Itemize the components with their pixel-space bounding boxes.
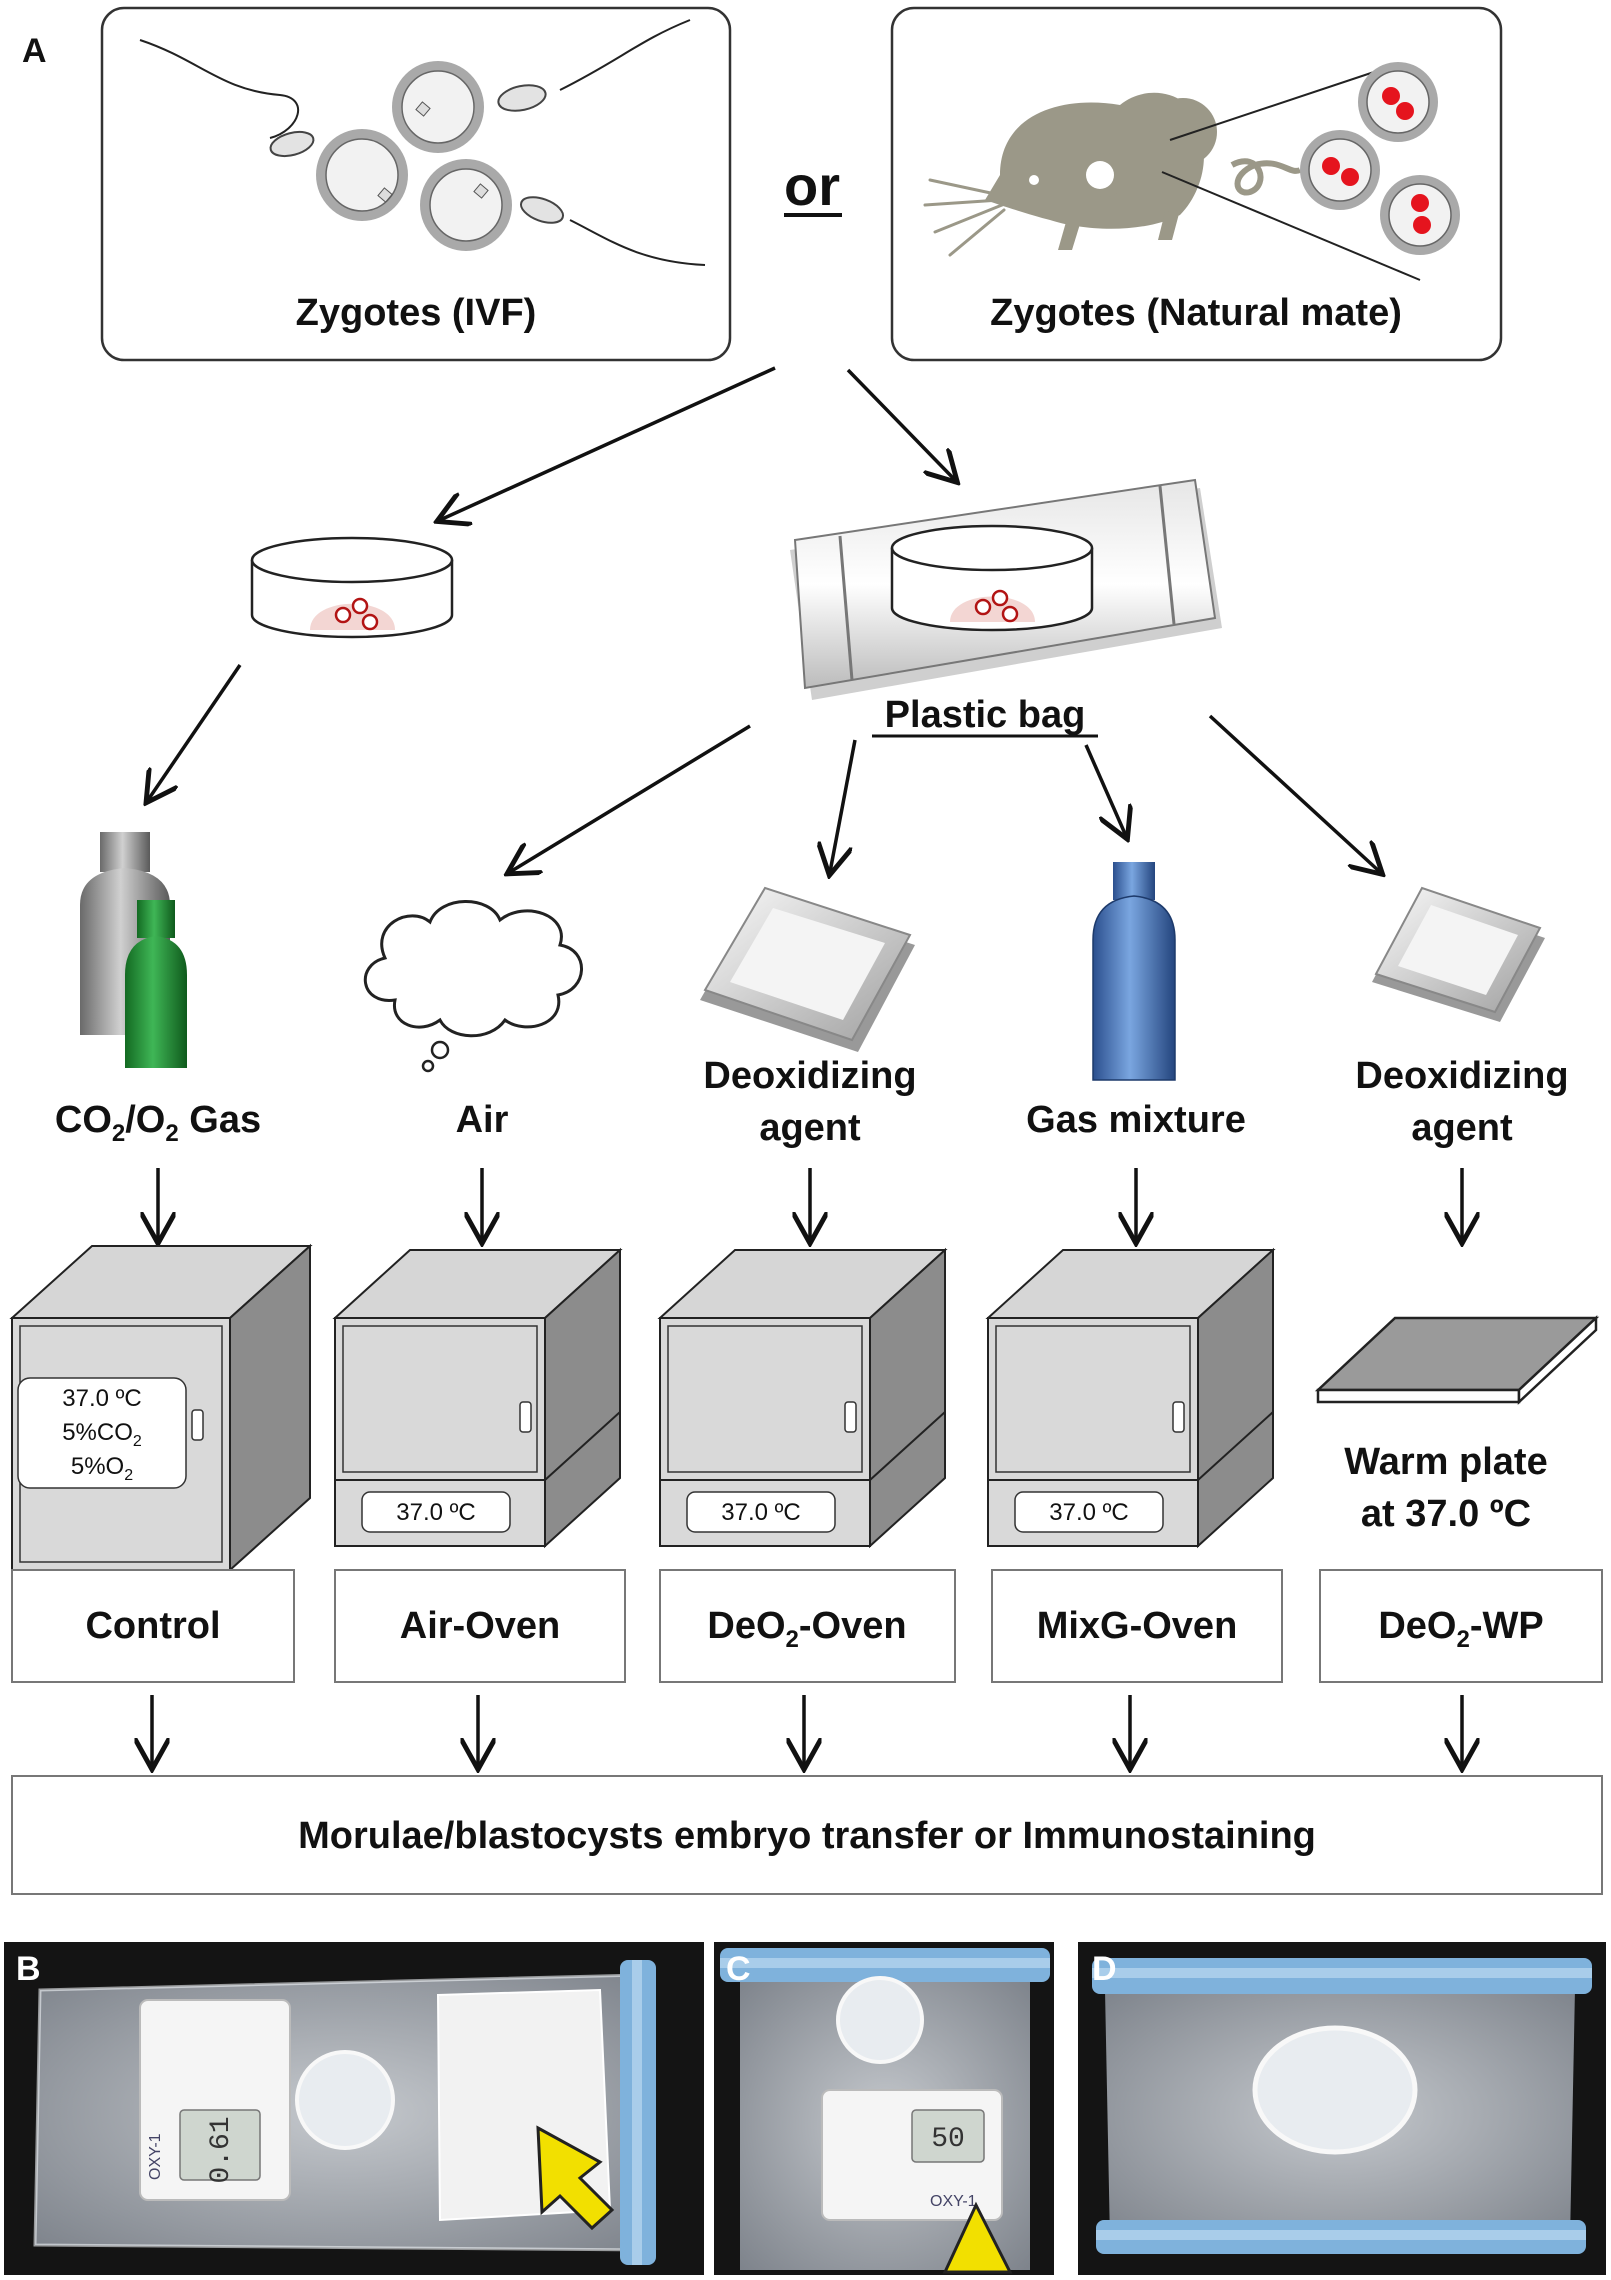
mixg-oven-temp: 37.0 ºC: [1049, 1499, 1128, 1526]
photo-panel-d: [1078, 1942, 1606, 2275]
dish-d: [1252, 2025, 1418, 2155]
gas-mixture-cylinder-icon: [1092, 862, 1176, 1081]
deox2-condition-line2: agent: [1411, 1107, 1513, 1149]
oocyte-3: [420, 159, 512, 251]
oxygen-monitor-c-brand: OXY-1: [930, 2193, 977, 2210]
oxygen-monitor-b-display: 0.61: [206, 2116, 237, 2183]
or-label: or: [784, 154, 840, 217]
natural-zygote-2: [1300, 130, 1380, 210]
deo2-oven-temp: 37.0 ºC: [721, 1499, 800, 1526]
ivf-zygotes-box: Zygotes (IVF): [100, 6, 732, 362]
natural-zygote-3: [1380, 175, 1460, 255]
oxygen-monitor-c: 50 OXY-1: [821, 2089, 1003, 2221]
zoom-line-2: [1161, 171, 1421, 281]
arrow-bag-to-deox1: [830, 739, 857, 872]
dish-b: [295, 2050, 395, 2150]
mix-condition-label: Gas mixture: [1026, 1099, 1246, 1141]
plastic-bag-label: Plastic bag: [885, 694, 1086, 736]
deo2-oven-icon: [657, 1247, 948, 1549]
mouse-whiskers: [923, 178, 1006, 257]
panel-letter-c: C: [726, 1950, 751, 1988]
group-label-deo2-wp: DeO2-WP: [1378, 1605, 1543, 1653]
air-oven-temp: 37.0 ºC: [396, 1499, 475, 1526]
group-box-mixg-oven: MixG-Oven: [991, 1569, 1283, 1683]
yellow-arrow-b: [536, 2125, 615, 2231]
warm-plate-line2: at 37.0 ºC: [1361, 1493, 1531, 1535]
yellow-arrowhead-c: [942, 2201, 1013, 2274]
arrow-to-dish: [440, 366, 776, 520]
oxygen-monitor-b: 0.61 OXY-1: [139, 1999, 291, 2201]
arrow-bag-to-air: [510, 724, 751, 872]
mouse-tail: [1230, 158, 1302, 196]
final-outcome-box: Morulae/blastocysts embryo transfer or I…: [11, 1775, 1603, 1895]
natural-zygotes-box: Zygotes (Natural mate): [890, 6, 1503, 362]
culture-dish-icon: [250, 536, 454, 639]
photo-panel-c: 50 OXY-1: [714, 1942, 1054, 2275]
warm-plate-line1: Warm plate: [1344, 1441, 1547, 1483]
sperm-head-1: [269, 130, 315, 158]
sperm-tail-1: [139, 39, 300, 139]
oxygen-monitor-c-display: 50: [931, 2124, 965, 2155]
dish-c: [836, 1976, 924, 2064]
co2-incubator-icon: [9, 1243, 313, 1573]
sperm-head-2: [497, 84, 547, 112]
sperm-tail-2: [559, 19, 691, 91]
sperm-head-3: [519, 196, 565, 224]
natural-zygote-1: [1358, 62, 1438, 142]
deoxidizing-sachet-icon-2: [1372, 886, 1545, 1022]
incubator-co2: 5%CO2: [62, 1419, 142, 1450]
arrow-bag-to-mix: [1084, 744, 1126, 836]
panel-letter-a: A: [22, 32, 47, 70]
mouse-ear-inner: [1086, 161, 1114, 189]
natural-label: Zygotes (Natural mate): [990, 292, 1402, 334]
incubator-o2: 5%O2: [71, 1453, 133, 1484]
deox2-condition-line1: Deoxidizing: [1355, 1055, 1568, 1097]
deoxidizing-sachet-icon-1: [700, 886, 915, 1052]
oocyte-1: [392, 61, 484, 153]
oocyte-2: [316, 129, 408, 221]
group-label-mixg-oven: MixG-Oven: [1037, 1605, 1238, 1647]
air-cloud-icon: [363, 900, 583, 1073]
group-label-control: Control: [85, 1605, 220, 1647]
final-outcome-label: Morulae/blastocysts embryo transfer or I…: [298, 1815, 1316, 1857]
incubator-temp: 37.0 ºC: [62, 1385, 141, 1412]
group-label-air-oven: Air-Oven: [400, 1605, 560, 1647]
air-oven-icon: [332, 1247, 623, 1549]
group-label-deo2-oven: DeO2-Oven: [707, 1605, 906, 1653]
warm-plate-icon: [1314, 1315, 1600, 1405]
arrow-to-bag: [846, 368, 955, 480]
group-box-deo2-oven: DeO2-Oven: [659, 1569, 956, 1683]
ivf-label: Zygotes (IVF): [296, 292, 537, 334]
photo-panel-b: 0.61 OXY-1: [4, 1942, 704, 2275]
gas-cylinder-icon: [80, 832, 187, 1068]
sperm-tail-3: [569, 219, 706, 266]
deox1-condition-line2: agent: [759, 1107, 861, 1149]
arrow-bag-to-deox2: [1208, 714, 1380, 872]
arrow-dish-to-gas: [148, 664, 242, 800]
mouse-eye: [1029, 175, 1039, 185]
gas-condition-label: CO2/O2 Gas: [55, 1099, 261, 1147]
mixg-oven-icon: [985, 1247, 1276, 1549]
group-box-deo2-wp: DeO2-WP: [1319, 1569, 1603, 1683]
oxygen-monitor-b-brand: OXY-1: [147, 2133, 164, 2180]
panel-letter-d: D: [1092, 1950, 1117, 1988]
plastic-bag-icon: [790, 478, 1222, 700]
deox1-condition-line1: Deoxidizing: [703, 1055, 916, 1097]
panel-letter-b: B: [16, 1950, 41, 1988]
zoom-line-1: [1169, 69, 1381, 141]
group-box-control: Control: [11, 1569, 295, 1683]
group-box-air-oven: Air-Oven: [334, 1569, 626, 1683]
air-condition-label: Air: [456, 1099, 509, 1141]
